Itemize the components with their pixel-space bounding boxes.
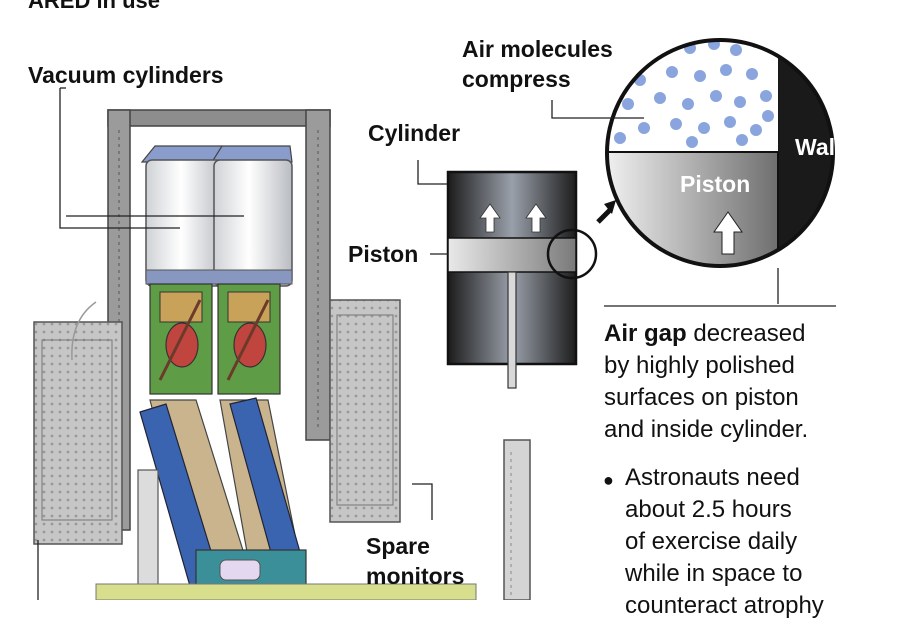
label-air-molecules: Air molecules compress: [462, 34, 613, 94]
caption-line1: Air gap decreased: [604, 318, 900, 350]
cylinder-diagram: [417, 160, 616, 389]
magnifier-ring: [605, 38, 835, 268]
label-cylinder: Cylinder: [368, 120, 461, 146]
label-spare-monitors-line1: Spare: [366, 533, 430, 559]
roller-left: [165, 322, 199, 368]
bullet-line2: about 2.5 hours: [625, 496, 792, 523]
label-piston: Piston: [348, 241, 419, 267]
piston-rod: [507, 271, 517, 389]
page-title: ARED in use: [28, 0, 161, 13]
up-arrow-icon: [525, 203, 547, 233]
label-wall: Wall: [795, 134, 842, 160]
piston-head: [447, 237, 577, 273]
up-arrow-icon: [713, 211, 743, 255]
side-monitor-left: [33, 321, 123, 545]
vacuum-cylinder-right: [213, 159, 293, 287]
caption-line4: and inside cylinder.: [604, 416, 809, 443]
bullet-line1: Astronauts need: [625, 464, 800, 491]
caption-line3: surfaces on piston: [604, 384, 799, 411]
label-vacuum-cylinders: Vacuum cylinders: [28, 62, 224, 88]
bullet-line3: of exercise daily: [625, 528, 798, 555]
label-piston-detail: Piston: [680, 171, 751, 197]
side-monitor-right: [329, 299, 401, 523]
leader-vacuum-cylinders: [59, 87, 244, 229]
up-arrow-icon: [479, 203, 501, 233]
caption-bold: Air gap: [604, 320, 687, 347]
bullet-line4: while in space to: [625, 560, 803, 587]
air-gap-caption: Air gap decreased by highly polished sur…: [604, 318, 900, 446]
label-spare-monitors: Spare monitors: [366, 531, 464, 591]
arrow-pointer-icon: [604, 200, 616, 214]
ared-machine: [33, 109, 531, 600]
roller-right: [233, 322, 267, 368]
label-air-molecules-line1: Air molecules: [462, 36, 613, 62]
label-air-molecules-line2: compress: [462, 66, 571, 92]
detail-marker-circle: [546, 228, 598, 280]
label-spare-monitors-line2: monitors: [366, 563, 465, 589]
bullet-text: Astronauts need about 2.5 hours of exerc…: [625, 462, 900, 622]
caption-line1-rest: decreased: [686, 320, 806, 347]
caption-line2: by highly polished: [604, 352, 795, 379]
bullet-line5: counteract atrophy: [625, 592, 824, 619]
bullet-dot: ●: [603, 470, 614, 490]
vacuum-cylinder-left: [145, 159, 225, 287]
leader-spare-monitors: [412, 483, 433, 520]
standing-post: [503, 439, 531, 600]
diagram-artwork: [33, 38, 836, 600]
